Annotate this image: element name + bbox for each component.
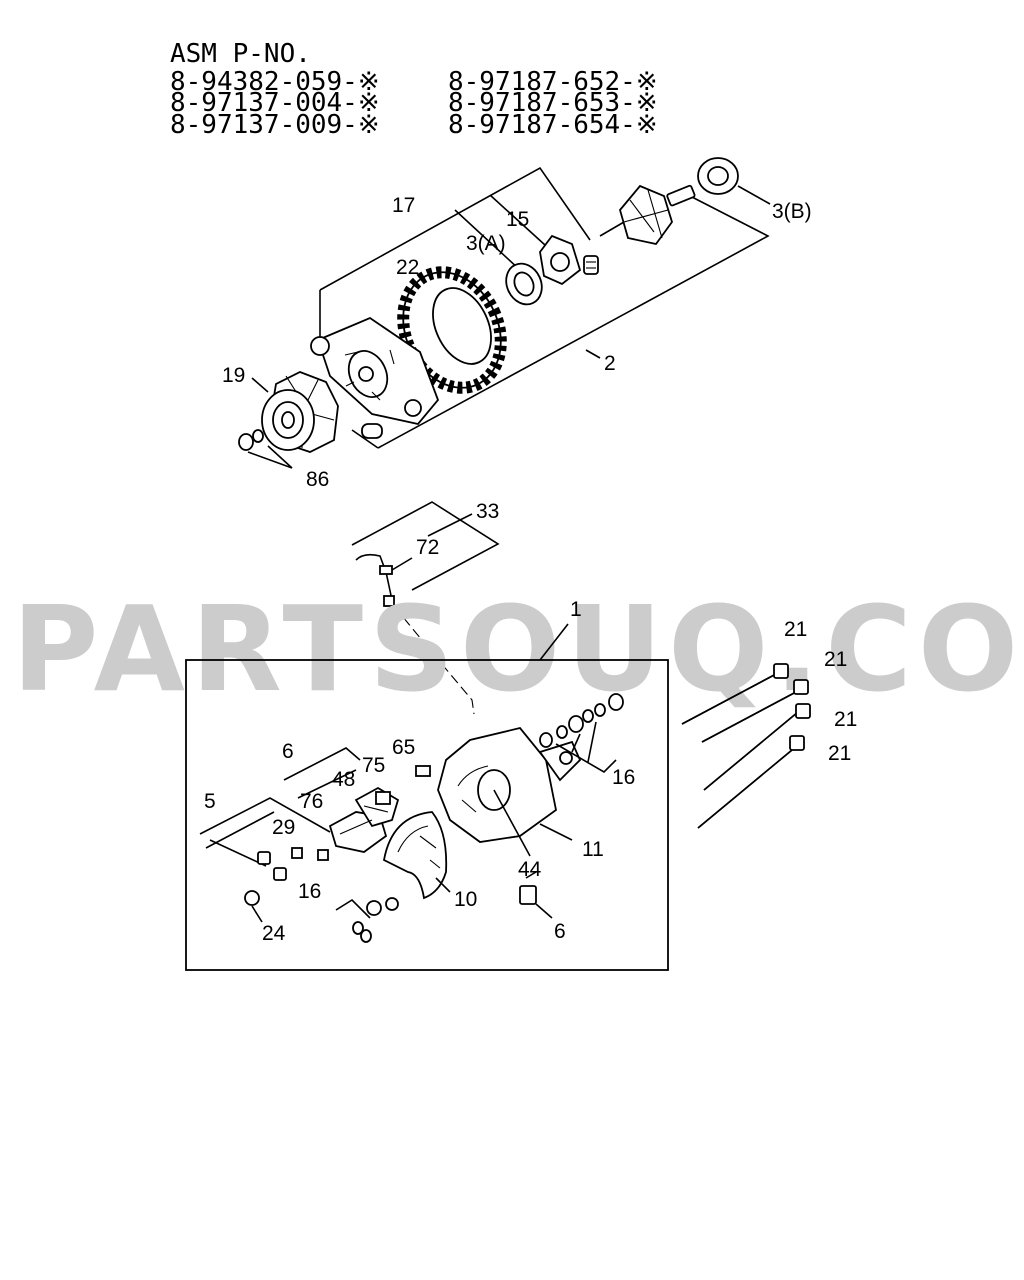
bracket-17 — [319, 166, 591, 291]
callout-21-b: 21 — [824, 648, 847, 671]
connector-72 — [379, 565, 393, 575]
callout-3b: 3(B) — [772, 200, 812, 223]
callout-21-a: 21 — [784, 618, 807, 641]
pulley-19 — [251, 371, 339, 453]
harness-routing — [393, 605, 475, 715]
callout-76: 76 — [300, 790, 323, 813]
callout-1: 1 — [570, 598, 582, 621]
rotor — [599, 184, 696, 246]
leader-1 — [539, 623, 569, 661]
callout-21-d: 21 — [828, 742, 851, 765]
rear-assembly-1 — [185, 623, 811, 971]
callout-48: 48 — [332, 768, 355, 791]
callout-44: 44 — [518, 858, 542, 881]
washers-16-upper — [539, 693, 624, 774]
clip-65 — [415, 765, 431, 777]
harness-wire — [355, 553, 393, 601]
callout-33: 33 — [476, 500, 499, 523]
front-bracket — [310, 316, 440, 439]
bracket-2-left — [351, 429, 379, 449]
leader-72 — [391, 557, 413, 571]
leader-3a — [454, 209, 521, 271]
harness-assembly — [351, 501, 500, 715]
bearing-3a — [505, 262, 543, 306]
part-number-6: 8-97187-654-※ — [448, 110, 658, 140]
part-number-4: 8-97187-652-※ — [448, 67, 658, 97]
callout-3a: 3(A) — [466, 232, 506, 255]
harness-bracket — [351, 501, 500, 591]
callout-15: 15 — [506, 208, 529, 231]
terminal — [383, 595, 395, 607]
part-number-5: 8-97187-653-※ — [448, 88, 658, 118]
header-title: ASM P-NO. — [170, 39, 311, 69]
callout-16-lower: 16 — [298, 880, 321, 903]
screw-3 — [583, 255, 599, 275]
callout-11: 11 — [582, 838, 604, 861]
rear-cover-11 — [437, 726, 582, 857]
callout-5: 5 — [204, 790, 216, 813]
assembly-part-number-header: ASM P-NO. 8-94382-059-※ 8-97137-004-※ 8-… — [170, 39, 658, 140]
callout-29: 29 — [272, 816, 295, 839]
retainer-plate-15 — [539, 234, 582, 286]
nut-washer-86 — [238, 429, 293, 469]
part-number-2: 8-97137-004-※ — [170, 88, 380, 118]
part-number-3: 8-97137-009-※ — [170, 110, 380, 140]
callout-75: 75 — [362, 754, 385, 777]
leader-33 — [427, 513, 473, 537]
assembly-box-1 — [185, 659, 669, 971]
leader-11 — [539, 823, 573, 841]
terminal-6-lower — [519, 885, 537, 905]
bearing-3b — [697, 157, 771, 205]
callout-10: 10 — [454, 888, 477, 911]
callout-22: 22 — [396, 256, 419, 279]
callout-19: 19 — [222, 364, 245, 387]
callout-17: 17 — [392, 194, 415, 217]
watermark: PARTSOUQ.COM — [12, 580, 1024, 718]
callout-86: 86 — [306, 468, 329, 491]
through-bolts-21 — [681, 663, 811, 829]
rectifier-10 — [382, 811, 451, 900]
callout-24: 24 — [262, 922, 286, 945]
callout-2: 2 — [604, 352, 616, 375]
callout-16-upper: 16 — [612, 766, 635, 789]
leader-15 — [489, 194, 546, 246]
leader-44 — [493, 789, 531, 857]
callout-6-lower: 6 — [554, 920, 566, 943]
bracket-2 — [377, 195, 770, 449]
regulator-brush-holder — [199, 747, 431, 867]
callout-72: 72 — [416, 536, 439, 559]
upper-assembly — [238, 157, 771, 469]
callout-6-upper: 6 — [282, 740, 294, 763]
callout-21-c: 21 — [834, 708, 857, 731]
screws-lower — [244, 847, 553, 943]
leader-2 — [585, 349, 601, 359]
part-number-1: 8-94382-059-※ — [170, 67, 380, 97]
callout-65: 65 — [392, 736, 415, 759]
callout-labels: 17 15 3(A) 22 3(B) 2 19 86 33 72 1 21 21… — [204, 194, 857, 945]
